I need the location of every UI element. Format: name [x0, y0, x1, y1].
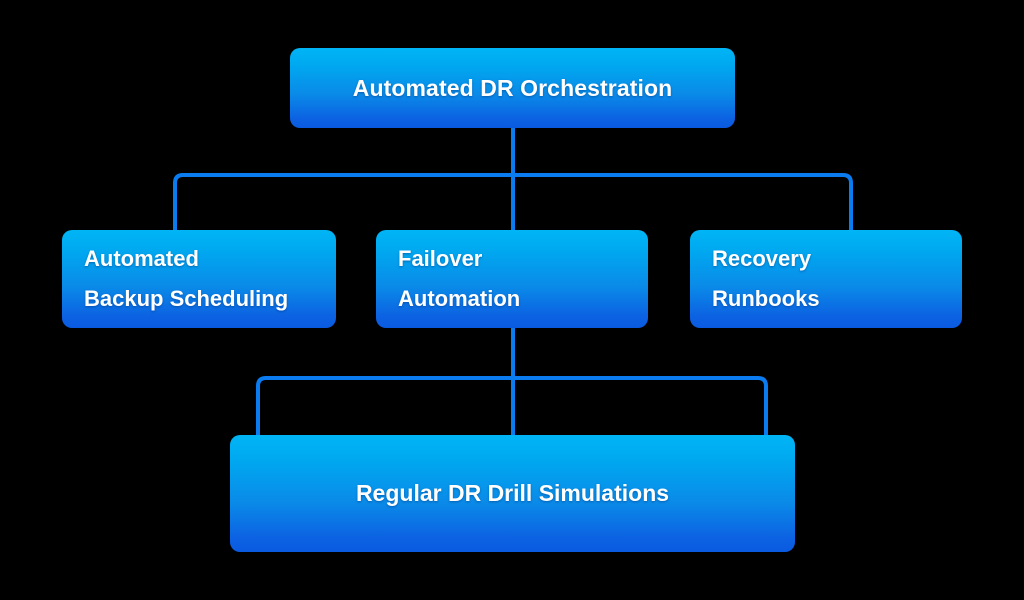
node-label-line: Backup Scheduling: [84, 286, 289, 311]
node-label-line: Automated: [84, 246, 199, 271]
node-label-line: Regular DR Drill Simulations: [355, 480, 670, 506]
node-automated-dr-orchestration[interactable]: Automated DR Orchestration: [290, 48, 735, 128]
node-label-line: Recovery: [712, 246, 812, 271]
node-automated-backup-scheduling[interactable]: Automated Backup Scheduling: [62, 230, 336, 328]
edge-root-to-backup: [173, 173, 513, 230]
node-label-line: Automated DR Orchestration: [352, 74, 673, 101]
node-recovery-runbooks[interactable]: Recovery Runbooks: [690, 230, 962, 328]
edge-failover-to-drill-right: [513, 376, 768, 435]
node-label-line: Runbooks: [712, 286, 820, 311]
edge-root-to-runbooks: [513, 173, 853, 230]
node-label-line: Automation: [398, 286, 521, 311]
node-regular-dr-drill-simulations[interactable]: Regular DR Drill Simulations: [230, 435, 795, 552]
node-label-line: Failover: [398, 246, 483, 271]
node-failover-automation[interactable]: Failover Automation: [376, 230, 648, 328]
edge-failover-to-drill-left: [256, 376, 513, 435]
